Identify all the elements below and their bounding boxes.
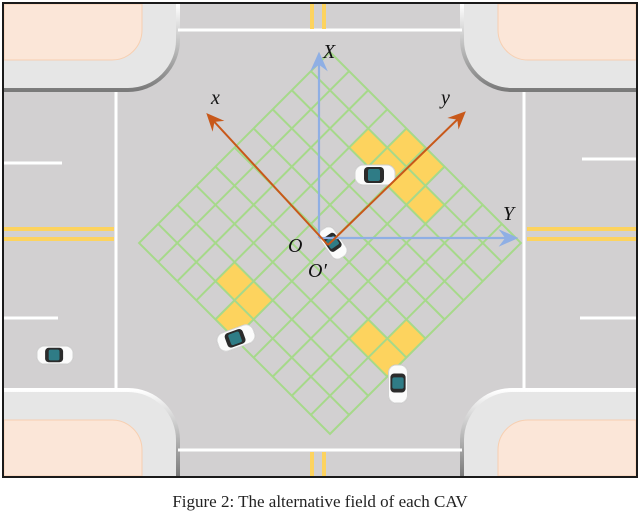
corner-block-top-right (460, 3, 637, 92)
lane-markings-yellow (4, 4, 636, 476)
label-origin-local: O′ (308, 260, 327, 282)
corner-block-bottom-right (460, 388, 637, 477)
lane-markings-white (4, 28, 636, 452)
label-global-x: X (322, 41, 336, 63)
vehicle-north-east (354, 164, 396, 186)
label-origin-global: O (288, 235, 302, 257)
local-x-axis (206, 113, 329, 246)
vehicle-south-east (388, 364, 408, 404)
local-axes (206, 111, 466, 246)
corner-block-bottom-left (3, 388, 180, 477)
corner-block-top-left (3, 3, 180, 92)
intersection-diagram: X Y x y O O′ (2, 2, 638, 478)
figure-frame (2, 2, 638, 478)
label-local-x: x (210, 87, 220, 109)
global-axes (310, 51, 519, 247)
vehicle-west-parked (36, 345, 74, 365)
label-local-y: y (439, 87, 450, 109)
figure-caption: Figure 2: The alternative field of each … (172, 492, 468, 511)
local-y-axis (327, 111, 466, 246)
label-global-y: Y (503, 203, 516, 225)
